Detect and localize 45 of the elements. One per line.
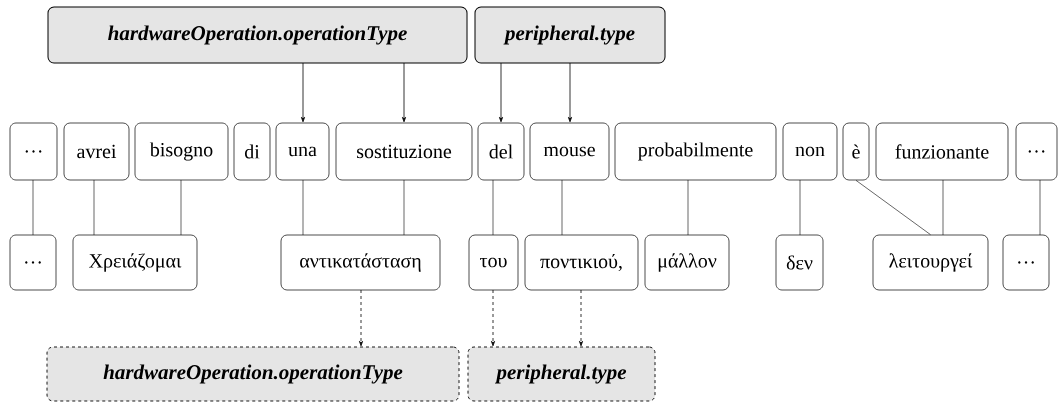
arrow — [568, 62, 572, 123]
label-box: peripheral.type — [467, 346, 656, 402]
word-box: μάλλον — [644, 234, 730, 291]
word-box: non — [782, 122, 838, 181]
arrow — [402, 62, 406, 123]
connector-line — [403, 179, 405, 236]
arrow — [579, 289, 583, 347]
label-box: hardwareOperation.operationType — [46, 346, 460, 402]
word-box: … — [1002, 234, 1050, 291]
word-box: bisogno — [134, 122, 229, 181]
word-box: Χρειάζομαι — [72, 234, 198, 291]
arrow — [491, 289, 495, 347]
word-box: λειτουργεί — [872, 234, 989, 291]
word-box: ποντικιού, — [524, 234, 639, 291]
connector-line — [687, 179, 689, 236]
connector-line — [942, 179, 944, 236]
word-box: δεν — [775, 234, 824, 291]
connector-line — [855, 180, 931, 235]
word-box: avrei — [63, 122, 130, 181]
word-box: è — [842, 122, 870, 181]
word-box: una — [275, 122, 330, 181]
word-box: mouse — [529, 122, 610, 181]
word-box: funzionante — [875, 122, 1009, 181]
word-box: di — [233, 122, 271, 181]
label-box: peripheral.type — [474, 6, 666, 64]
word-box: del — [477, 122, 525, 181]
connector-line — [1039, 179, 1041, 236]
arrow — [301, 62, 305, 123]
connector-line — [799, 179, 801, 236]
arrow — [359, 289, 363, 347]
connector-line — [32, 179, 34, 236]
connector-line — [561, 179, 563, 236]
word-box: αντικατάσταση — [280, 234, 441, 291]
label-box: hardwareOperation.operationType — [47, 6, 468, 64]
word-box: … — [9, 122, 58, 181]
word-box: … — [9, 234, 57, 291]
word-box: probabilmente — [614, 122, 777, 181]
word-box: του — [468, 234, 519, 291]
connector-line — [492, 179, 494, 236]
connector-line — [302, 179, 304, 236]
word-box: … — [1015, 122, 1058, 181]
arrow — [499, 62, 503, 123]
word-box: sostituzione — [335, 122, 473, 181]
connector-line — [180, 179, 182, 236]
connector-line — [93, 179, 95, 236]
